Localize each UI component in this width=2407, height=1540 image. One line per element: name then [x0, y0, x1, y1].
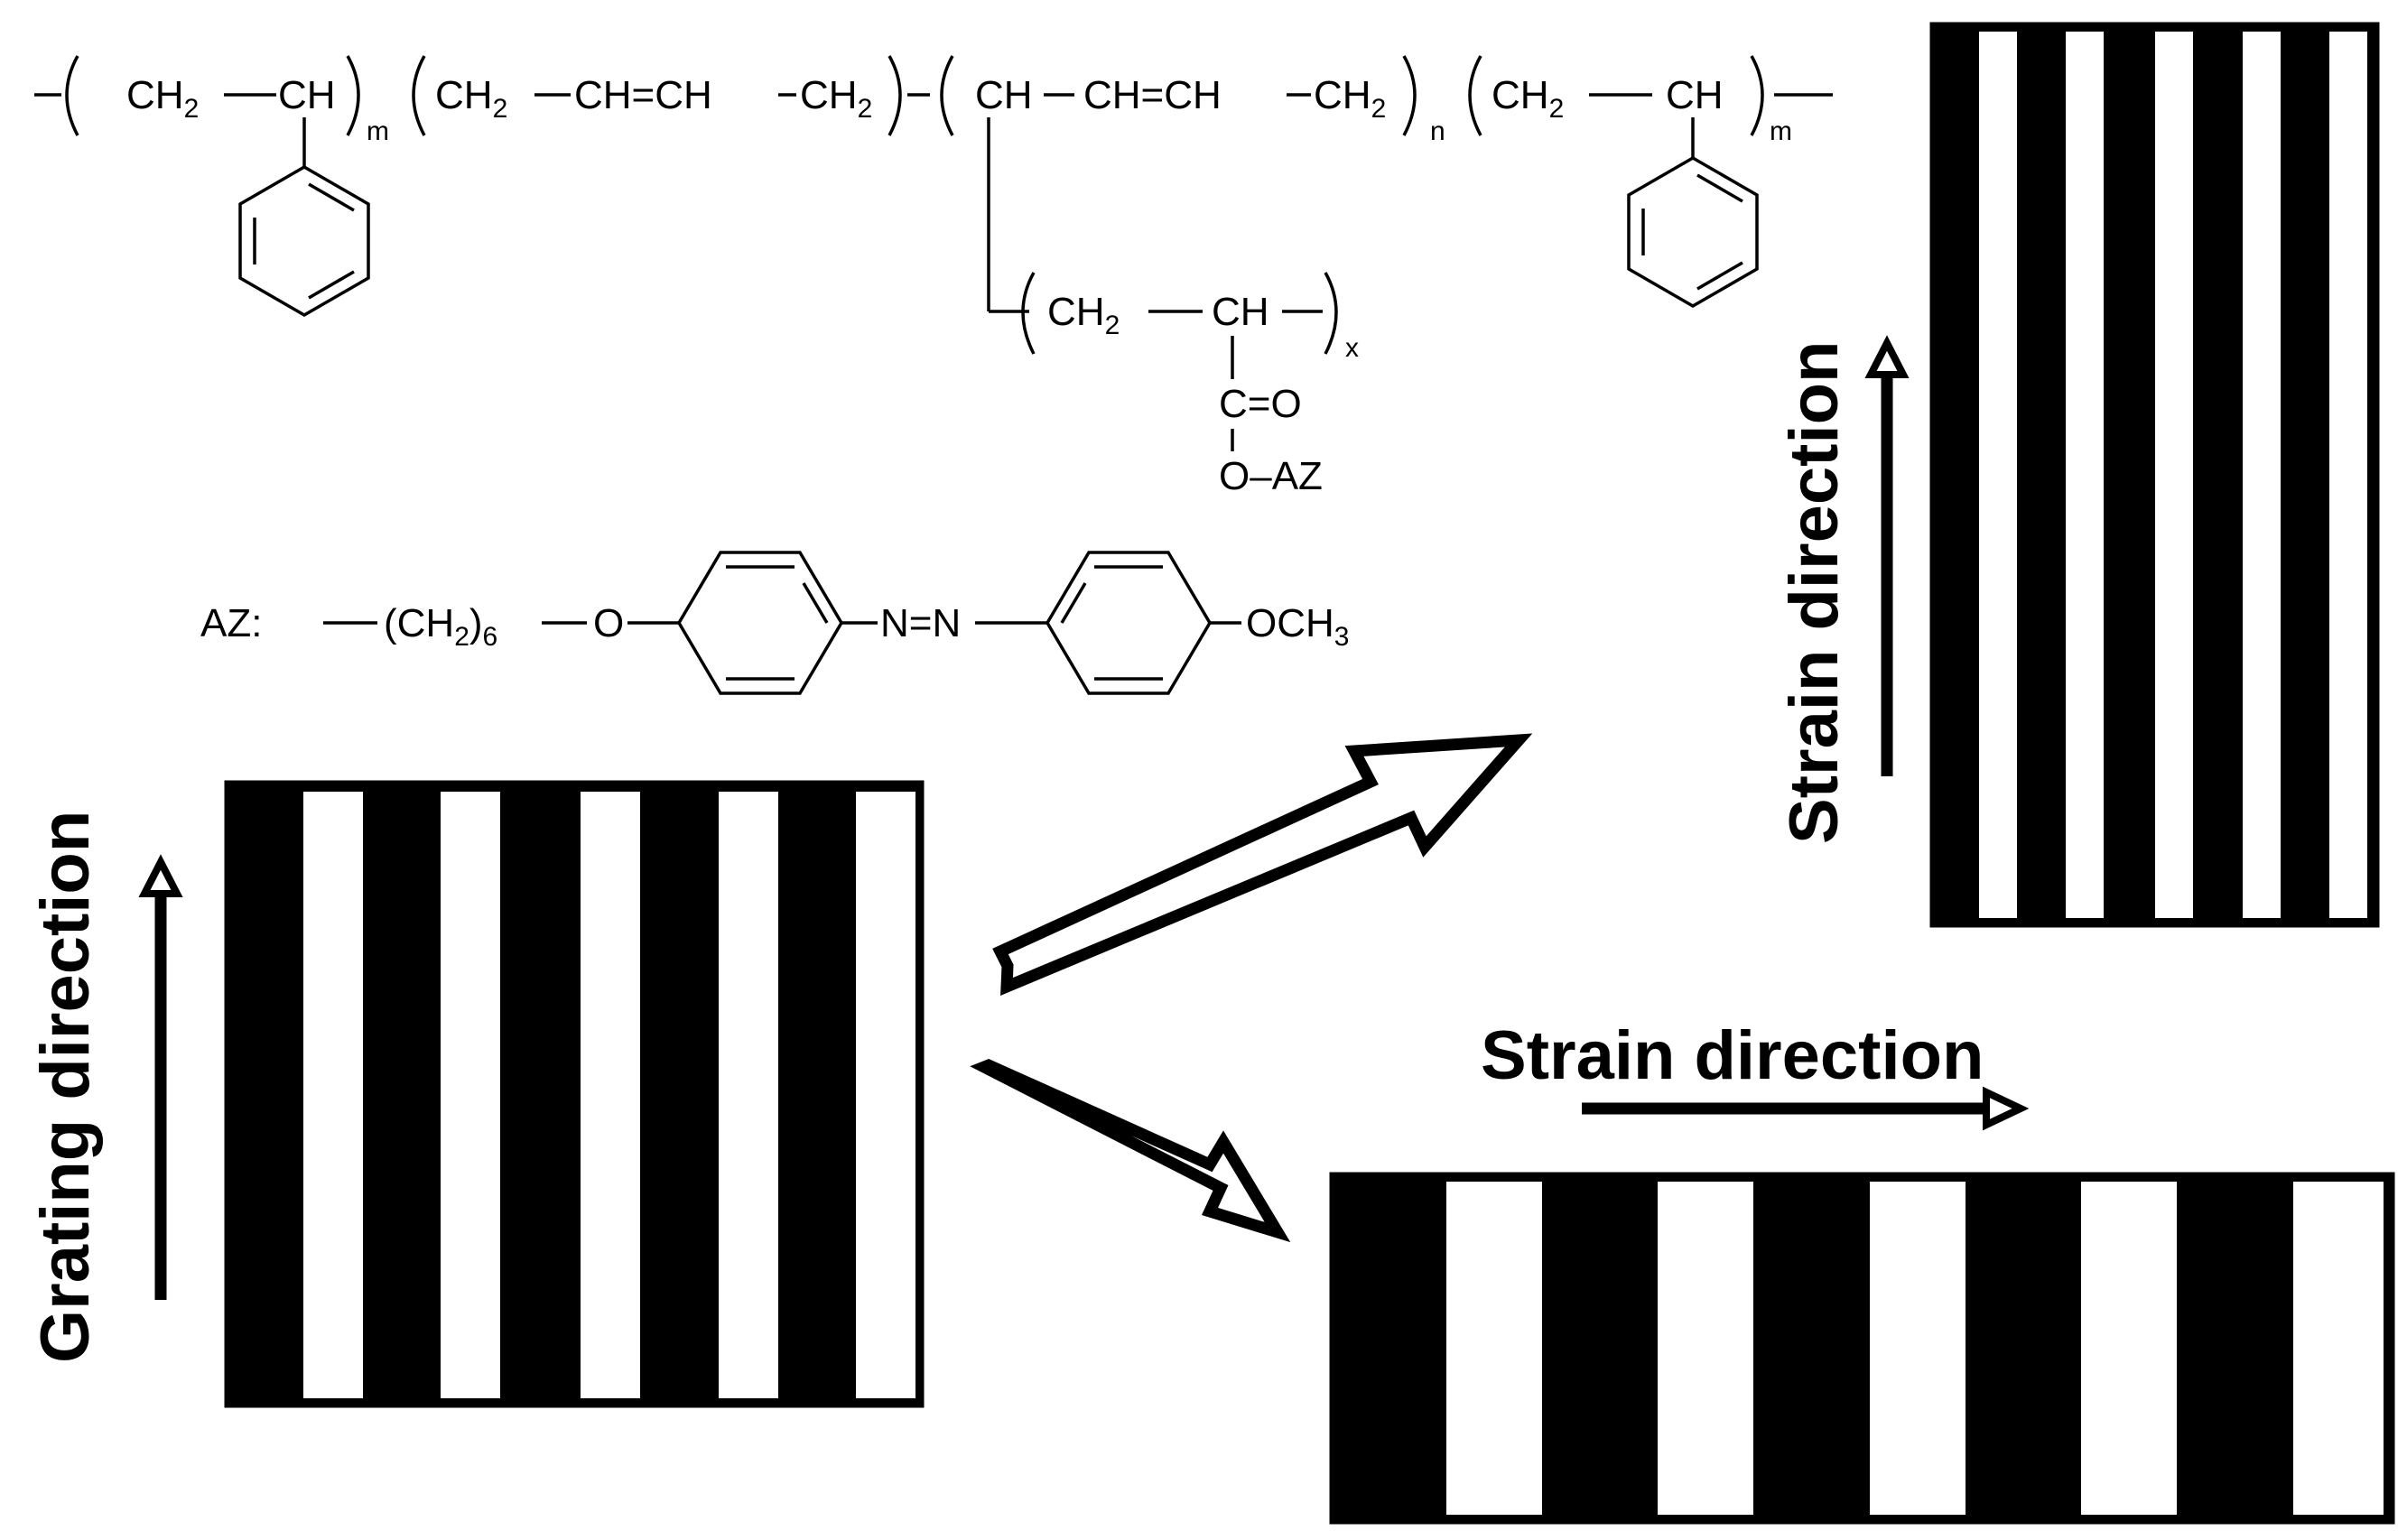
az-definition: AZ: (CH2)6 O N=N OCH3 [200, 551, 1349, 695]
grating-original [224, 780, 925, 1408]
az-azo-group: N=N [880, 601, 961, 645]
segment-1-subscript: m [367, 116, 389, 146]
az-label: AZ: [200, 601, 262, 645]
strain-direction-horizontal-group: Strain direction [1481, 1017, 2030, 1131]
side-chain-ester: O–AZ [1219, 454, 1323, 498]
grating-direction-group: Grating direction [27, 811, 183, 1363]
chemical-structure: CH2 CH m CH2 CH=CH CH2 [34, 55, 1833, 695]
segment-4-ch: CH [1666, 73, 1724, 117]
phenyl-icon [676, 551, 844, 695]
side-chain-ch2: CH2 [1047, 290, 1120, 340]
segment-3-subscript: n [1430, 116, 1445, 146]
segment-1-ch2: CH2 [126, 73, 199, 124]
segment-3-ch: CH [975, 73, 1033, 117]
strain-direction-vertical-label: Strain direction [1776, 341, 1853, 844]
up-arrow-icon [138, 854, 183, 1300]
strain-direction-vertical-group: Strain direction [1776, 335, 1910, 844]
side-chain-ch: CH [1212, 290, 1269, 334]
az-methoxy: OCH3 [1246, 601, 1349, 652]
segment-2-formula-b: CH=CH [574, 73, 712, 117]
az-spacer: (CH2)6 [384, 601, 497, 652]
segment-1-ch: CH [278, 73, 336, 117]
side-chain-carbonyl: C=O [1219, 382, 1302, 426]
grating-direction-label: Grating direction [27, 811, 104, 1363]
right-arrow-icon [1582, 1086, 2030, 1131]
up-arrow-icon [1864, 335, 1910, 776]
side-chain: CH2 CH x C=O O–AZ [1021, 272, 1359, 498]
segment-4-subscript: m [1770, 116, 1792, 146]
strain-direction-horizontal-label: Strain direction [1481, 1017, 1984, 1094]
phenyl-icon [238, 164, 370, 318]
segment-1: CH2 CH m [34, 55, 389, 318]
grating-strained-perpendicular [1329, 1172, 2395, 1525]
segment-3-formula: CH=CH [1083, 73, 1222, 117]
segment-3-ch2: CH2 [1314, 73, 1386, 124]
segment-3: CH CH=CH CH2 n [940, 55, 1445, 313]
segment-2-formula-a: CH2 [435, 73, 507, 124]
segment-4: CH2 CH m [1468, 55, 1833, 309]
segment-2: CH2 CH=CH CH2 [412, 55, 930, 136]
phenyl-icon [1045, 551, 1213, 695]
segment-2-formula-c: CH2 [800, 73, 872, 124]
az-ether-oxygen: O [593, 601, 624, 645]
side-chain-subscript: x [1345, 333, 1359, 363]
phenyl-icon [1627, 155, 1759, 309]
arrow-to-strained-perpendicular [970, 1058, 1291, 1243]
segment-4-ch2: CH2 [1492, 73, 1564, 124]
grating-strained-parallel [1929, 22, 2380, 928]
arrow-to-strained-parallel [992, 733, 1533, 996]
